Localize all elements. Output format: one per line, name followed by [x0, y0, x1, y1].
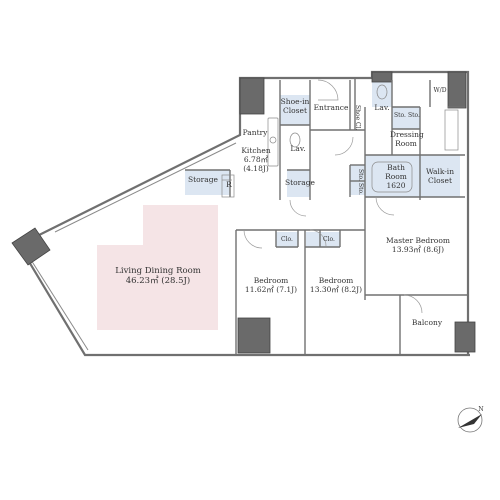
bath-room-size: 1620	[386, 181, 406, 190]
clo1-fill	[276, 232, 298, 247]
storage-mid-fill	[287, 170, 310, 197]
bedroom1-label: Bedroom 11.62㎡ (7.1J)	[236, 276, 306, 294]
bedroom1-closet-label: Clo.	[281, 236, 293, 243]
sto2-label: Sto.	[408, 112, 420, 119]
master-bedroom-name: Master Bedroom	[386, 236, 450, 245]
door-swings	[243, 79, 423, 314]
sto-v1-label: Sto.	[357, 169, 364, 181]
wd-label: W/D	[433, 87, 447, 94]
sto1-label: Sto.	[394, 112, 406, 119]
dressing-room-line2: Room	[395, 139, 417, 148]
bedroom1-name: Bedroom	[253, 276, 289, 285]
shoe-closet-label: Shoe-in Closet	[280, 97, 310, 115]
storage-left-label: Storage	[188, 175, 218, 184]
walk-in-closet-label: Walk-in Closet	[421, 167, 459, 185]
balcony-label: Balcony	[411, 318, 443, 327]
dressing-room-line1: Dressing	[390, 130, 424, 139]
refrigerator-label: R	[226, 180, 232, 189]
compass-symbol	[457, 407, 483, 433]
dressing-room-label: Dressing Room	[390, 130, 424, 148]
bath-room-line1: Bath	[387, 163, 405, 172]
bedroom1-area: 11.62㎡ (7.1J)	[244, 285, 298, 294]
columns	[11, 71, 476, 354]
shoe-cl-label: Shoe Cl.	[354, 105, 361, 131]
sto-v2-label: Sto.	[357, 183, 364, 195]
lav-kitchen-label: Lav.	[290, 144, 306, 153]
bedroom2-name: Bedroom	[318, 276, 354, 285]
bath-room-label: Bath Room 1620	[384, 163, 408, 190]
living-dining-area: 46.23㎡ (28.5J)	[125, 276, 191, 287]
shoe-closet-fill	[280, 95, 310, 125]
kitchen-area: 6.78㎡	[243, 155, 269, 164]
shoe-closet-line1: Shoe-in	[280, 97, 310, 106]
living-dining-label: Living Dining Room 46.23㎡ (28.5J)	[108, 266, 208, 286]
bedroom2-label: Bedroom 13.30㎡ (8.2J)	[303, 276, 369, 294]
walk-in-closet-line1: Walk-in	[425, 167, 455, 176]
kitchen-label: Kitchen 6.78㎡ (4.18J)	[236, 146, 276, 173]
living-dining-name: Living Dining Room	[115, 266, 201, 276]
curtain-wall	[25, 251, 89, 351]
walk-in-closet-line2: Closet	[428, 176, 452, 185]
compass-letter: N	[478, 406, 484, 413]
storage-left-fill	[185, 170, 230, 195]
master-bedroom-area: 13.93㎡ (8.6J)	[391, 245, 445, 254]
living-dining-fill	[97, 205, 218, 330]
master-bedroom-label: Master Bedroom 13.93㎡ (8.6J)	[380, 236, 456, 254]
kitchen-tatami: (4.18J)	[243, 164, 269, 173]
curtain-wall-inner	[54, 142, 237, 233]
kitchen-name: Kitchen	[241, 146, 271, 155]
entrance-label: Entrance	[313, 103, 349, 112]
interior-walls	[185, 78, 468, 355]
sto-fill	[392, 107, 420, 129]
walk-in-fill	[420, 155, 460, 197]
bedroom2-closet-label: Clo.	[323, 236, 335, 243]
shoe-closet-line2: Closet	[283, 106, 307, 115]
sto-v-fill	[350, 165, 365, 195]
lav-top-fill	[372, 80, 392, 107]
fixtures	[221, 84, 459, 198]
bedroom2-area: 13.30㎡ (8.2J)	[309, 285, 363, 294]
clo2-fill	[306, 232, 340, 247]
lav-top-label: Lav.	[374, 103, 390, 112]
storage-mid-label: Storage	[285, 178, 315, 187]
bath-room-line2: Room	[385, 172, 407, 181]
pantry-label: Pantry	[242, 128, 268, 137]
